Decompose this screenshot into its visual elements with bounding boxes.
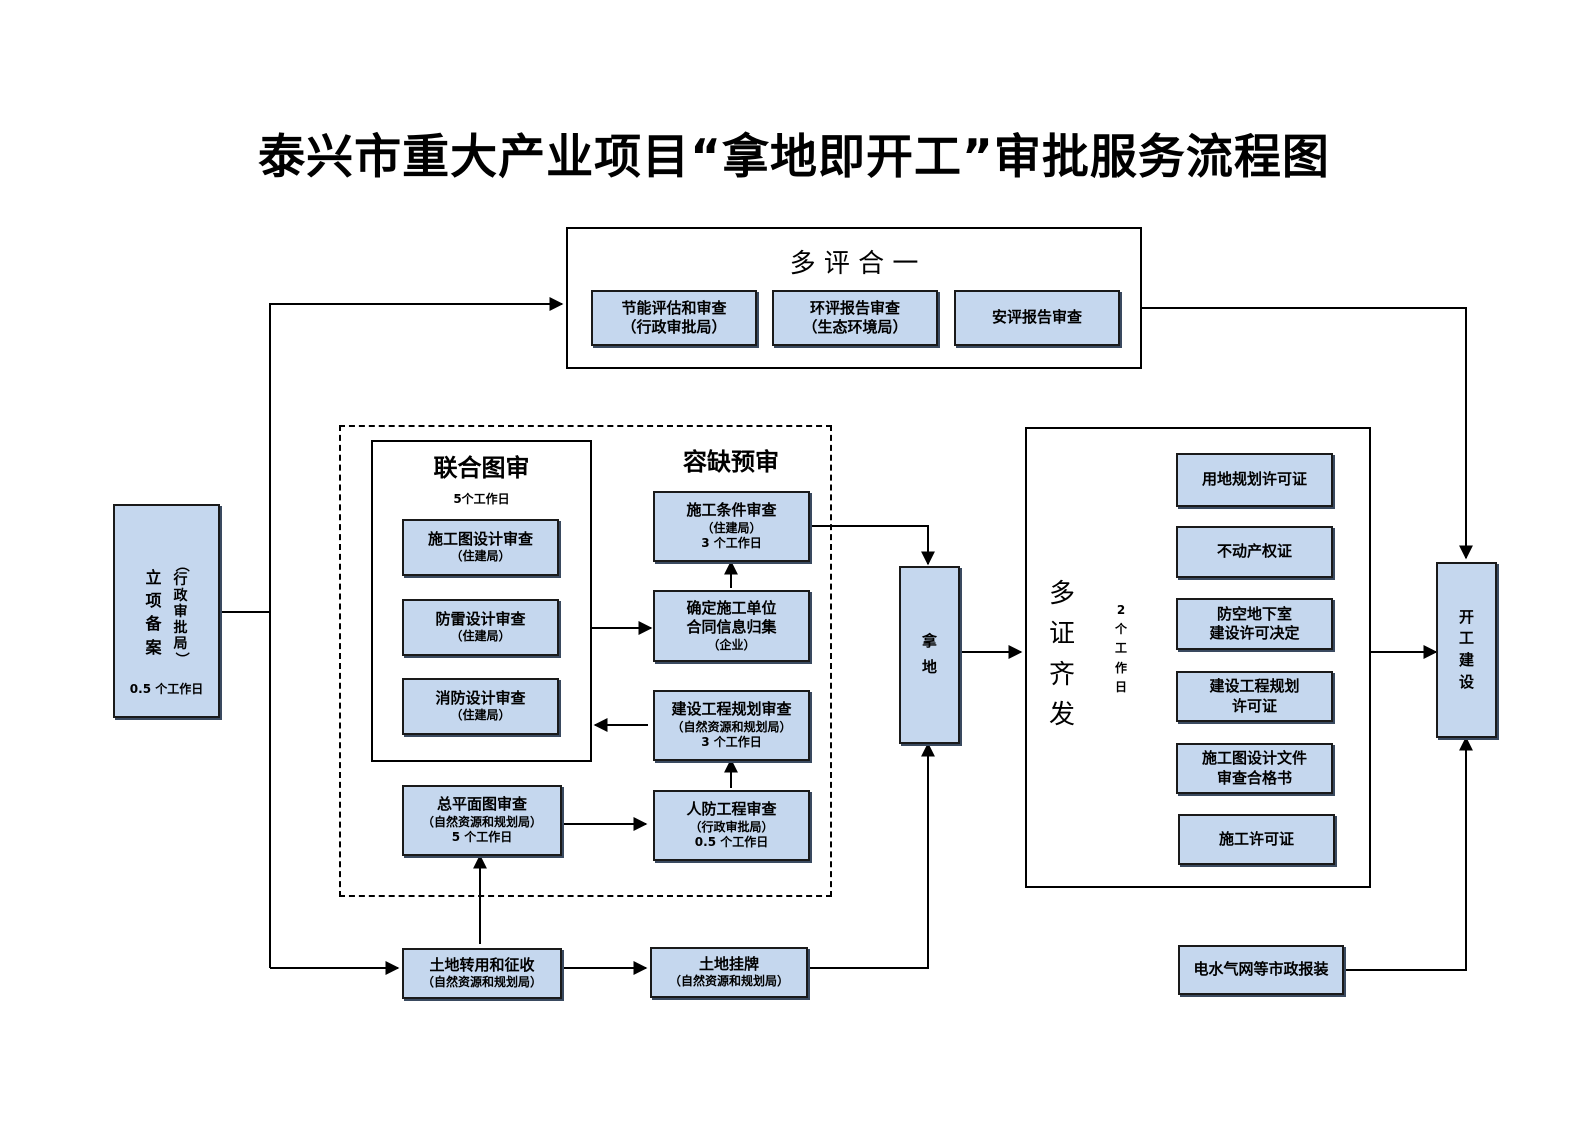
ping-box-anping[interactable]: 安评报告审查 bbox=[954, 290, 1120, 346]
zongping-days: 5 个工作日 bbox=[451, 830, 513, 845]
nadi-chars: 拿地 bbox=[921, 632, 937, 676]
link-shizheng-to-kaigong bbox=[1344, 736, 1473, 971]
queding-line1: 确定施工单位 bbox=[686, 598, 777, 617]
cert-line1: 施工图设计文件 bbox=[1201, 749, 1307, 767]
cert-line1: 建设工程规划 bbox=[1209, 677, 1300, 695]
zhuanyong-sub: （自然资源和规划局） bbox=[421, 975, 542, 990]
cert-line1: 不动产权证 bbox=[1216, 542, 1292, 561]
renfang-sub: （行政审批局） bbox=[689, 819, 774, 834]
zongping-sub: （自然资源和规划局） bbox=[421, 814, 542, 829]
duoping-group: 多 评 合 一 bbox=[566, 227, 1142, 369]
rongque-title: 容缺预审 bbox=[683, 448, 779, 476]
tudi-guapai-box[interactable]: 土地挂牌 （自然资源和规划局） bbox=[650, 947, 808, 998]
queding-sub: （企业） bbox=[707, 637, 756, 652]
renfang-box[interactable]: 人防工程审查 （行政审批局） 0.5 个工作日 bbox=[653, 790, 810, 861]
nadi-box[interactable]: 拿地 bbox=[899, 566, 960, 744]
page-title: 泰兴市重大产业项目“拿地即开工”审批服务流程图 bbox=[258, 130, 1330, 185]
shigong-tiaojian-box[interactable]: 施工条件审查 （住建局） 3 个工作日 bbox=[653, 491, 810, 562]
link-tiaojian-to-nadi bbox=[810, 525, 935, 566]
tiaojian-title: 施工条件审查 bbox=[686, 501, 777, 520]
ping-sub: （生态环境局） bbox=[802, 318, 908, 336]
lixiang-sub-chars: （行政审批局） bbox=[172, 558, 189, 667]
tushen-sub: （住建局） bbox=[450, 629, 511, 644]
lianhe-title: 联合图审 bbox=[433, 454, 530, 482]
tushen-title: 防雷设计审查 bbox=[435, 609, 526, 628]
cert-yongdi-guihua[interactable]: 用地规划许可证 bbox=[1176, 453, 1333, 507]
tiaojian-sub: （住建局） bbox=[701, 520, 762, 535]
cert-shigongtu-shencha[interactable]: 施工图设计文件 审查合格书 bbox=[1176, 743, 1333, 794]
guihua-days: 3 个工作日 bbox=[701, 735, 762, 750]
cert-fangkong[interactable]: 防空地下室 建设许可决定 bbox=[1176, 598, 1333, 650]
queding-line2: 合同信息归集 bbox=[686, 618, 777, 637]
lixiang-days: 0.5 个工作日 bbox=[129, 682, 204, 697]
tushen-title: 消防设计审查 bbox=[435, 688, 526, 707]
ping-box-huanping[interactable]: 环评报告审查 （生态环境局） bbox=[772, 290, 938, 346]
cert-line1: 用地规划许可证 bbox=[1201, 470, 1307, 489]
cert-line2: 许可证 bbox=[1231, 696, 1277, 715]
link-to-duoping bbox=[269, 297, 564, 968]
lixiang-box[interactable]: 立项备案 （行政审批局） 0.5 个工作日 bbox=[113, 504, 220, 718]
tushen-box-shigongtu[interactable]: 施工图设计审查 （住建局） bbox=[402, 519, 559, 576]
review-dashed-region bbox=[339, 425, 832, 897]
cert-line1: 防空地下室 bbox=[1216, 604, 1292, 623]
guapai-title: 土地挂牌 bbox=[698, 954, 759, 973]
guihua-title: 建设工程规划审查 bbox=[671, 700, 792, 719]
tushen-title: 施工图设计审查 bbox=[427, 529, 533, 548]
duoping-title: 多 评 合 一 bbox=[789, 249, 919, 279]
tiaojian-days: 3 个工作日 bbox=[701, 536, 762, 551]
cert-shigong-xuke[interactable]: 施工许可证 bbox=[1178, 814, 1335, 865]
tushen-box-xiaofang[interactable]: 消防设计审查 （住建局） bbox=[402, 678, 559, 735]
tudi-zhuanyong-box[interactable]: 土地转用和征收 （自然资源和规划局） bbox=[402, 948, 562, 999]
shizheng-baozhuang-box[interactable]: 电水气网等市政报装 bbox=[1178, 945, 1344, 995]
ping-box-jieneng[interactable]: 节能评估和审查 （行政审批局） bbox=[591, 290, 757, 346]
cert-line2: 审查合格书 bbox=[1216, 768, 1292, 787]
zhuanyong-title: 土地转用和征收 bbox=[429, 955, 535, 974]
queding-box[interactable]: 确定施工单位 合同信息归集 （企业） bbox=[653, 590, 810, 662]
zongping-box[interactable]: 总平面图审查 （自然资源和规划局） 5 个工作日 bbox=[402, 785, 562, 856]
duozheng-title-chars: 多证齐发 bbox=[1049, 579, 1076, 730]
link-duoping-to-kaigong bbox=[1142, 307, 1473, 560]
tushen-sub: （住建局） bbox=[450, 549, 511, 564]
ping-title: 安评报告审查 bbox=[991, 308, 1082, 327]
zongping-title: 总平面图审查 bbox=[436, 795, 527, 814]
renfang-days: 0.5 个工作日 bbox=[694, 835, 769, 850]
cert-line2: 建设许可决定 bbox=[1209, 624, 1300, 642]
lianhe-tushen-group: 联合图审 5个工作日 bbox=[371, 440, 592, 762]
cert-budongchan[interactable]: 不动产权证 bbox=[1176, 526, 1333, 578]
guapai-sub: （自然资源和规划局） bbox=[668, 974, 789, 989]
ping-title: 节能评估和审查 bbox=[621, 298, 727, 317]
kaigong-box[interactable]: 开工建设 bbox=[1436, 562, 1497, 738]
ping-sub: （行政审批局） bbox=[621, 318, 727, 336]
lianhe-days: 5个工作日 bbox=[453, 492, 510, 506]
shizheng-title: 电水气网等市政报装 bbox=[1193, 960, 1329, 979]
cert-line1: 施工许可证 bbox=[1218, 829, 1294, 848]
jianshe-guihua-box[interactable]: 建设工程规划审查 （自然资源和规划局） 3 个工作日 bbox=[653, 690, 810, 761]
tushen-sub: （住建局） bbox=[450, 708, 511, 723]
guihua-sub: （自然资源和规划局） bbox=[671, 719, 792, 734]
cert-jianshe-guihua[interactable]: 建设工程规划 许可证 bbox=[1176, 671, 1333, 722]
link-guapai-to-nadi bbox=[808, 742, 935, 969]
tushen-box-fanglei[interactable]: 防雷设计审查 （住建局） bbox=[402, 599, 559, 656]
lixiang-chars: 立项备案 bbox=[145, 568, 162, 657]
kaigong-chars: 开工建设 bbox=[1458, 607, 1474, 691]
renfang-title: 人防工程审查 bbox=[686, 800, 777, 819]
ping-title: 环评报告审查 bbox=[809, 298, 900, 317]
